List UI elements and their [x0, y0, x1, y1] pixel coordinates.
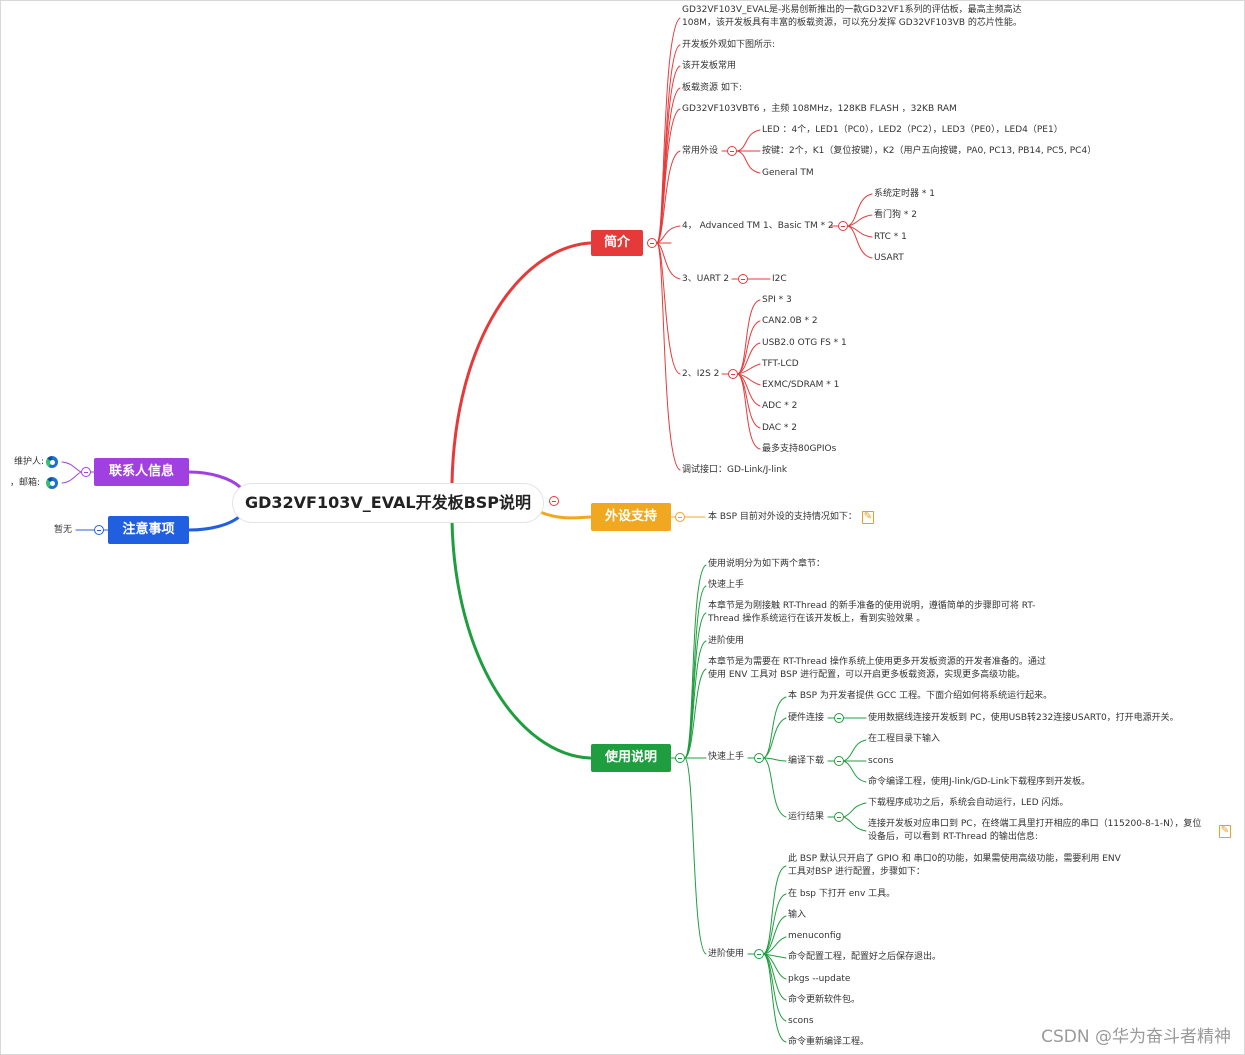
usage-run-2b[interactable]: 设备后，可以看到 RT-Thread 的输出信息: — [868, 832, 1038, 842]
intro-collapse-toggle[interactable] — [647, 238, 657, 248]
usage-qs-label[interactable]: 快速上手 — [708, 752, 745, 762]
intro-common[interactable]: 该开发板常用 — [682, 61, 737, 71]
usage-au-1b[interactable]: 工具对BSP 进行配置，步骤如下： — [788, 867, 926, 877]
i2s-collapse-toggle[interactable] — [728, 369, 738, 379]
branch-notes[interactable]: 注意事项 — [108, 516, 189, 544]
usage-au-2[interactable]: 在 bsp 下打开 env 工具。 — [788, 889, 896, 899]
intro-can[interactable]: CAN2.0B * 2 — [762, 316, 818, 326]
branch-line-contact — [187, 470, 242, 489]
usage-build-2[interactable]: scons — [868, 756, 894, 766]
intro-periph-label[interactable]: 常用外设 — [682, 146, 719, 156]
intro-keys[interactable]: 按键：2个，K1（复位按键），K2（用户五向按键，PA0, PC13, PB14… — [762, 146, 1097, 156]
usage-au-4[interactable]: menuconfig — [788, 931, 842, 941]
usage-adv[interactable]: 进阶使用 — [708, 636, 745, 646]
usage-au-6[interactable]: pkgs --update — [788, 974, 851, 984]
note-icon[interactable]: ✎ — [1219, 825, 1231, 838]
usage-au-9[interactable]: 命令重新编译工程。 — [788, 1037, 870, 1047]
intro-desc-line2[interactable]: 108M，该开发板具有丰富的板载资源，可以充分发挥 GD32VF103VB 的芯… — [682, 18, 1022, 28]
intro-desc-line1[interactable]: GD32VF103V_EVAL是-兆易创新推出的一款GD32VF1系列的评估板，… — [682, 5, 1022, 15]
usage-adv-desc-1[interactable]: 本章节是为需要在 RT-Thread 操作系统上使用更多开发板资源的开发者准备的… — [708, 657, 1046, 667]
usage-run-1[interactable]: 下载程序成功之后，系统会自动运行，LED 闪烁。 — [868, 798, 1069, 808]
branch-contact[interactable]: 联系人信息 — [94, 458, 189, 486]
intro-tft[interactable]: TFT-LCD — [762, 359, 799, 369]
usage-hw-text[interactable]: 使用数据线连接开发板到 PC，使用USB转232连接USART0，打开电源开关。 — [868, 713, 1179, 723]
intro-uart-label[interactable]: 3、UART 2 — [682, 274, 730, 284]
notes-text[interactable]: 暂无 — [54, 525, 73, 535]
peripheral-text[interactable]: 本 BSP 目前对外设的支持情况如下： — [708, 512, 857, 522]
usage-adv-desc-2[interactable]: 使用 ENV 工具对 BSP 进行配置，可以开启更多板载资源，实现更多高级功能。 — [708, 670, 1026, 680]
intro-systick[interactable]: 系统定时器 * 1 — [874, 189, 935, 199]
branch-intro[interactable]: 简介 — [591, 230, 643, 256]
usage-au-1a[interactable]: 此 BSP 默认只开启了 GPIO 和 串口0的功能，如果需使用高级功能，需要利… — [788, 854, 1121, 864]
usage-build-3[interactable]: 命令编译工程，使用J-link/GD-Link下载程序到开发板。 — [868, 777, 1091, 787]
usage-au-8[interactable]: scons — [788, 1016, 814, 1026]
peripheral-collapse-toggle[interactable] — [675, 512, 685, 522]
usage-qs-gcc[interactable]: 本 BSP 为开发者提供 GCC 工程。下面介绍如何将系统运行起来。 — [788, 691, 1053, 701]
usage-collapse-toggle[interactable] — [675, 753, 685, 763]
intro-debug[interactable]: 调试接口：GD-Link/J-link — [682, 465, 788, 475]
usage-build-label[interactable]: 编译下载 — [788, 756, 825, 766]
intro-usb[interactable]: USB2.0 OTG FS * 1 — [762, 338, 847, 348]
intro-mcu[interactable]: GD32VF103VBT6 ，主频 108MHz，128KB FLASH ，32… — [682, 104, 957, 114]
intro-dac[interactable]: DAC * 2 — [762, 423, 798, 433]
build-collapse-toggle[interactable] — [834, 756, 844, 766]
usage-quick-desc-1[interactable]: 本章节是为刚接触 RT-Thread 的新手准备的使用说明，遵循简单的步骤即可将… — [708, 601, 1036, 611]
branch-line-usage — [450, 519, 592, 760]
hw-collapse-toggle[interactable] — [834, 713, 844, 723]
intro-gpio[interactable]: 最多支持80GPIOs — [762, 444, 837, 454]
intro-spi[interactable]: SPI * 3 — [762, 295, 792, 305]
usage-build-1[interactable]: 在工程目录下输入 — [868, 734, 941, 744]
usage-au-3[interactable]: 输入 — [788, 910, 807, 920]
branch-usage[interactable]: 使用说明 — [591, 744, 671, 772]
contact-maintainer[interactable]: 维护人: — [14, 457, 45, 467]
usage-two[interactable]: 使用说明分为如下两个章节： — [708, 559, 826, 569]
usage-run-2a[interactable]: 连接开发板对应串口到 PC，在终端工具里打开相应的串口（115200-8-1-N… — [868, 819, 1202, 829]
branch-peripheral[interactable]: 外设支持 — [591, 503, 671, 531]
branch-line-peripheral — [538, 510, 592, 520]
qs-collapse-toggle[interactable] — [754, 753, 764, 763]
usage-au-5[interactable]: 命令配置工程，配置好之后保存退出。 — [788, 952, 942, 962]
tm-collapse-toggle[interactable] — [838, 221, 848, 231]
watermark: CSDN @华为奋斗者精神 — [1041, 1027, 1231, 1047]
intro-onboard[interactable]: 板载资源 如下: — [682, 83, 742, 93]
intro-look[interactable]: 开发板外观如下图所示: — [682, 40, 776, 50]
au-collapse-toggle[interactable] — [754, 949, 764, 959]
intro-tm-label[interactable]: 4， Advanced TM 1、Basic TM * 2 — [682, 221, 834, 231]
usage-au-7[interactable]: 命令更新软件包。 — [788, 995, 861, 1005]
contact-email[interactable]: ，邮箱: — [10, 478, 41, 488]
periph-collapse-toggle[interactable] — [727, 146, 737, 156]
intro-usart[interactable]: USART — [874, 253, 904, 263]
notes-collapse-toggle[interactable] — [94, 525, 104, 535]
usage-quick-desc-2[interactable]: Thread 操作系统运行在该开发板上，看到实验效果 。 — [708, 614, 926, 624]
intro-wdg[interactable]: 看门狗 * 2 — [874, 210, 917, 220]
usage-quick[interactable]: 快速上手 — [708, 580, 745, 590]
root-node[interactable]: GD32VF103V_EVAL开发板BSP说明 — [232, 483, 544, 523]
intro-adc[interactable]: ADC * 2 — [762, 401, 798, 411]
branch-line-intro — [450, 241, 592, 485]
intro-i2s-label[interactable]: 2、I2S 2 — [682, 369, 720, 379]
note-icon[interactable]: ✎ — [862, 511, 874, 524]
usage-au-label[interactable]: 进阶使用 — [708, 949, 745, 959]
usage-hw-label[interactable]: 硬件连接 — [788, 713, 825, 723]
contact-collapse-toggle[interactable] — [81, 467, 91, 477]
intro-gtm[interactable]: General TM — [762, 168, 814, 178]
edge-browser-icon[interactable] — [46, 477, 58, 489]
root-collapse-toggle[interactable] — [549, 496, 559, 506]
intro-rtc[interactable]: RTC * 1 — [874, 232, 907, 242]
run-collapse-toggle[interactable] — [834, 812, 844, 822]
intro-led[interactable]: LED ：4个，LED1（PC0），LED2（PC2），LED3（PE0），LE… — [762, 125, 1063, 135]
uart-collapse-toggle[interactable] — [738, 274, 748, 284]
intro-i2c[interactable]: I2C — [772, 274, 787, 284]
usage-run-label[interactable]: 运行结果 — [788, 812, 825, 822]
branch-line-notes — [187, 514, 242, 532]
intro-exmc[interactable]: EXMC/SDRAM * 1 — [762, 380, 840, 390]
edge-browser-icon[interactable] — [46, 456, 58, 468]
